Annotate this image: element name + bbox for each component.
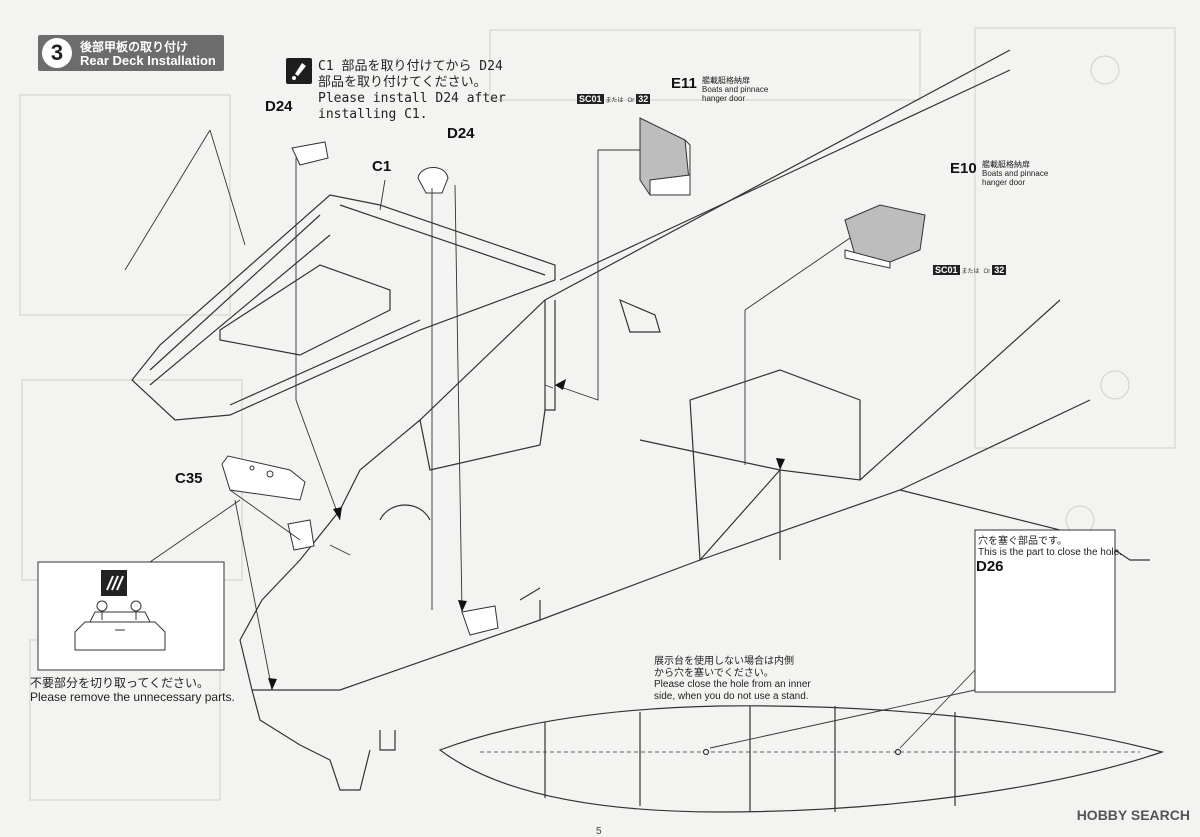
paint-code-e10-num: 32 xyxy=(992,265,1007,275)
step-title-en: Rear Deck Installation xyxy=(80,53,216,68)
attention-icon xyxy=(286,58,312,84)
e11-desc-en-2: hanger door xyxy=(702,94,746,103)
stand-note: 展示台を使用しない場合は内側 から穴を塞いでください。 Please close… xyxy=(654,656,811,702)
page-number: 5 xyxy=(596,826,602,837)
paint-code-e11-or: Or xyxy=(627,98,635,104)
step-title-ja: 後部甲板の取り付け xyxy=(80,40,189,54)
label-d24-right: D24 xyxy=(447,125,475,142)
step-header: 3 後部甲板の取り付け Rear Deck Installation xyxy=(38,35,224,71)
label-e10: E10 xyxy=(950,160,977,177)
cut-note: 不要部分を切り取ってください。 Please remove the unnece… xyxy=(30,676,235,704)
part-e11-shape xyxy=(639,117,691,196)
cut-inset-drawing xyxy=(74,600,166,651)
hole-part-note-en: This is the part to close the hole. xyxy=(978,547,1122,558)
paint-code-e10-mata: または xyxy=(961,269,980,275)
part-c35-shape xyxy=(221,455,306,501)
callout-line-3: Please install D24 after xyxy=(318,91,506,106)
e10-desc-ja: 艦載艇格納扉 xyxy=(982,160,1030,169)
part-e10-shape xyxy=(844,204,926,269)
cut-note-en: Please remove the unnecessary parts. xyxy=(30,690,235,704)
e11-desc-en-1: Boats and pinnace xyxy=(702,85,769,94)
deck-c1 xyxy=(131,194,556,421)
label-d26: D26 xyxy=(976,558,1004,575)
part-d24-shapes xyxy=(287,141,499,636)
stand-note-en-1: Please close the hole from an inner xyxy=(654,679,811,690)
paint-code-e11-num: 32 xyxy=(636,94,651,104)
hole-part-note-ja: 穴を塞ぐ部品です。 xyxy=(978,536,1067,547)
stand-note-ja-2: から穴を塞いでください。 xyxy=(654,667,774,679)
stand-base xyxy=(438,705,1165,813)
step-number: 3 xyxy=(42,38,72,68)
nipper-icon xyxy=(101,570,127,596)
e11-desc-ja: 艦載艇格納扉 xyxy=(702,76,750,85)
e10-desc-en-2: hanger door xyxy=(982,178,1026,187)
arrow-heads xyxy=(268,379,785,690)
label-d24-left: D24 xyxy=(265,98,293,115)
callout-text: C1 部品を取り付けてから D24 部品を取り付けてください。 Please i… xyxy=(318,59,506,123)
e10-desc-en-1: Boats and pinnace xyxy=(982,169,1049,178)
label-c35: C35 xyxy=(175,470,203,487)
label-c1: C1 xyxy=(372,158,392,175)
e11-description: 艦載艇格納扉 Boats and pinnace hanger door xyxy=(702,76,768,103)
label-e11: E11 xyxy=(671,75,697,92)
paint-code-e11-mata: または xyxy=(605,98,624,104)
inset-boxes xyxy=(37,529,1116,693)
stand-note-ja-1: 展示台を使用しない場合は内側 xyxy=(654,656,794,667)
hobby-search-logo: HOBBY SEARCH xyxy=(1076,807,1190,823)
paint-code-e10-or: Or xyxy=(983,269,991,275)
hole-part-note: 穴を塞ぐ部品です。 This is the part to close the … xyxy=(978,536,1122,558)
cut-note-ja: 不要部分を切り取ってください。 xyxy=(30,676,210,690)
callout-line-4: installing C1. xyxy=(318,107,428,122)
stand-note-en-2: side, when you do not use a stand. xyxy=(654,690,809,702)
callout-line-1: C1 部品を取り付けてから D24 xyxy=(318,59,503,74)
callout-line-2: 部品を取り付けてください。 xyxy=(318,75,487,90)
paint-code-e10-sc: SC01 xyxy=(933,265,960,275)
e10-description: 艦載艇格納扉 Boats and pinnace hanger door xyxy=(982,160,1048,187)
paint-code-e11-sc: SC01 xyxy=(577,94,604,104)
